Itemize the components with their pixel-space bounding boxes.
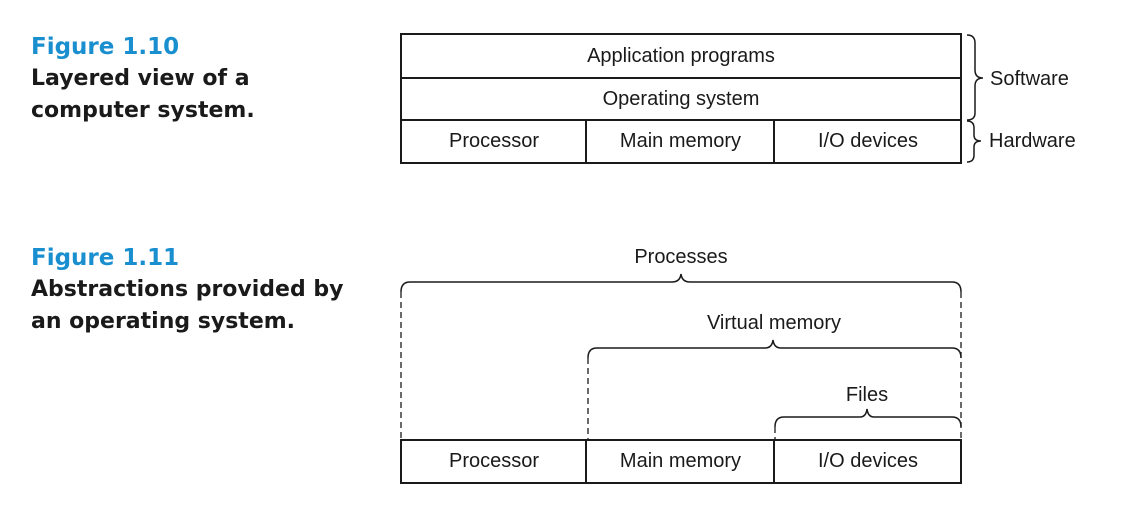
processor-label-2: Processor: [448, 450, 540, 472]
hardware-brace: [966, 120, 982, 163]
hardware-label: Hardware: [989, 130, 1076, 152]
io-devices-cell: I/O devices: [775, 121, 961, 162]
figure-1-10-number: Figure 1.10: [31, 34, 180, 60]
figure-1-10-caption-line1: Layered view of a: [31, 66, 250, 91]
main-memory-label: Main memory: [619, 130, 742, 152]
figure-1-11-caption: Figure 1.11 Abstractions provided by an …: [31, 243, 343, 338]
hw-divider-2: [773, 120, 775, 163]
main-memory-cell-2: Main memory: [587, 441, 774, 482]
software-brace: [966, 34, 984, 121]
hw-row-divider-1: [585, 440, 587, 483]
files-label: Files: [845, 384, 889, 406]
hw-row-divider-2: [773, 440, 775, 483]
software-label: Software: [990, 68, 1069, 90]
io-devices-cell-2: I/O devices: [775, 441, 961, 482]
io-devices-label: I/O devices: [817, 130, 919, 152]
layer-divider-1: [400, 77, 962, 79]
hardware-row: [400, 439, 962, 484]
application-programs-layer: Application programs: [400, 35, 962, 78]
processor-cell: Processor: [402, 121, 586, 162]
main-memory-cell: Main memory: [587, 121, 774, 162]
layer-divider-2: [400, 119, 962, 121]
layer-stack: [400, 33, 962, 164]
io-devices-label-2: I/O devices: [817, 450, 919, 472]
figure-1-11-caption-line1: Abstractions provided by: [31, 277, 344, 302]
figure-1-11-number: Figure 1.11: [31, 245, 180, 271]
virtual-memory-label: Virtual memory: [706, 312, 842, 334]
processor-label: Processor: [448, 130, 540, 152]
processor-cell-2: Processor: [402, 441, 586, 482]
application-programs-label: Application programs: [587, 45, 775, 67]
figure-1-11-caption-line2: an operating system.: [31, 309, 296, 334]
processes-label: Processes: [634, 246, 728, 268]
operating-system-label: Operating system: [602, 88, 760, 110]
figure-1-10-caption: Figure 1.10 Layered view of a computer s…: [31, 32, 255, 127]
hw-divider-1: [585, 120, 587, 163]
operating-system-layer: Operating system: [400, 79, 962, 120]
figure-1-10-caption-line2: computer system.: [31, 98, 255, 123]
processes-brace: [400, 273, 962, 293]
virtual-memory-brace: [587, 339, 962, 359]
files-brace: [774, 408, 962, 428]
main-memory-label-2: Main memory: [619, 450, 742, 472]
